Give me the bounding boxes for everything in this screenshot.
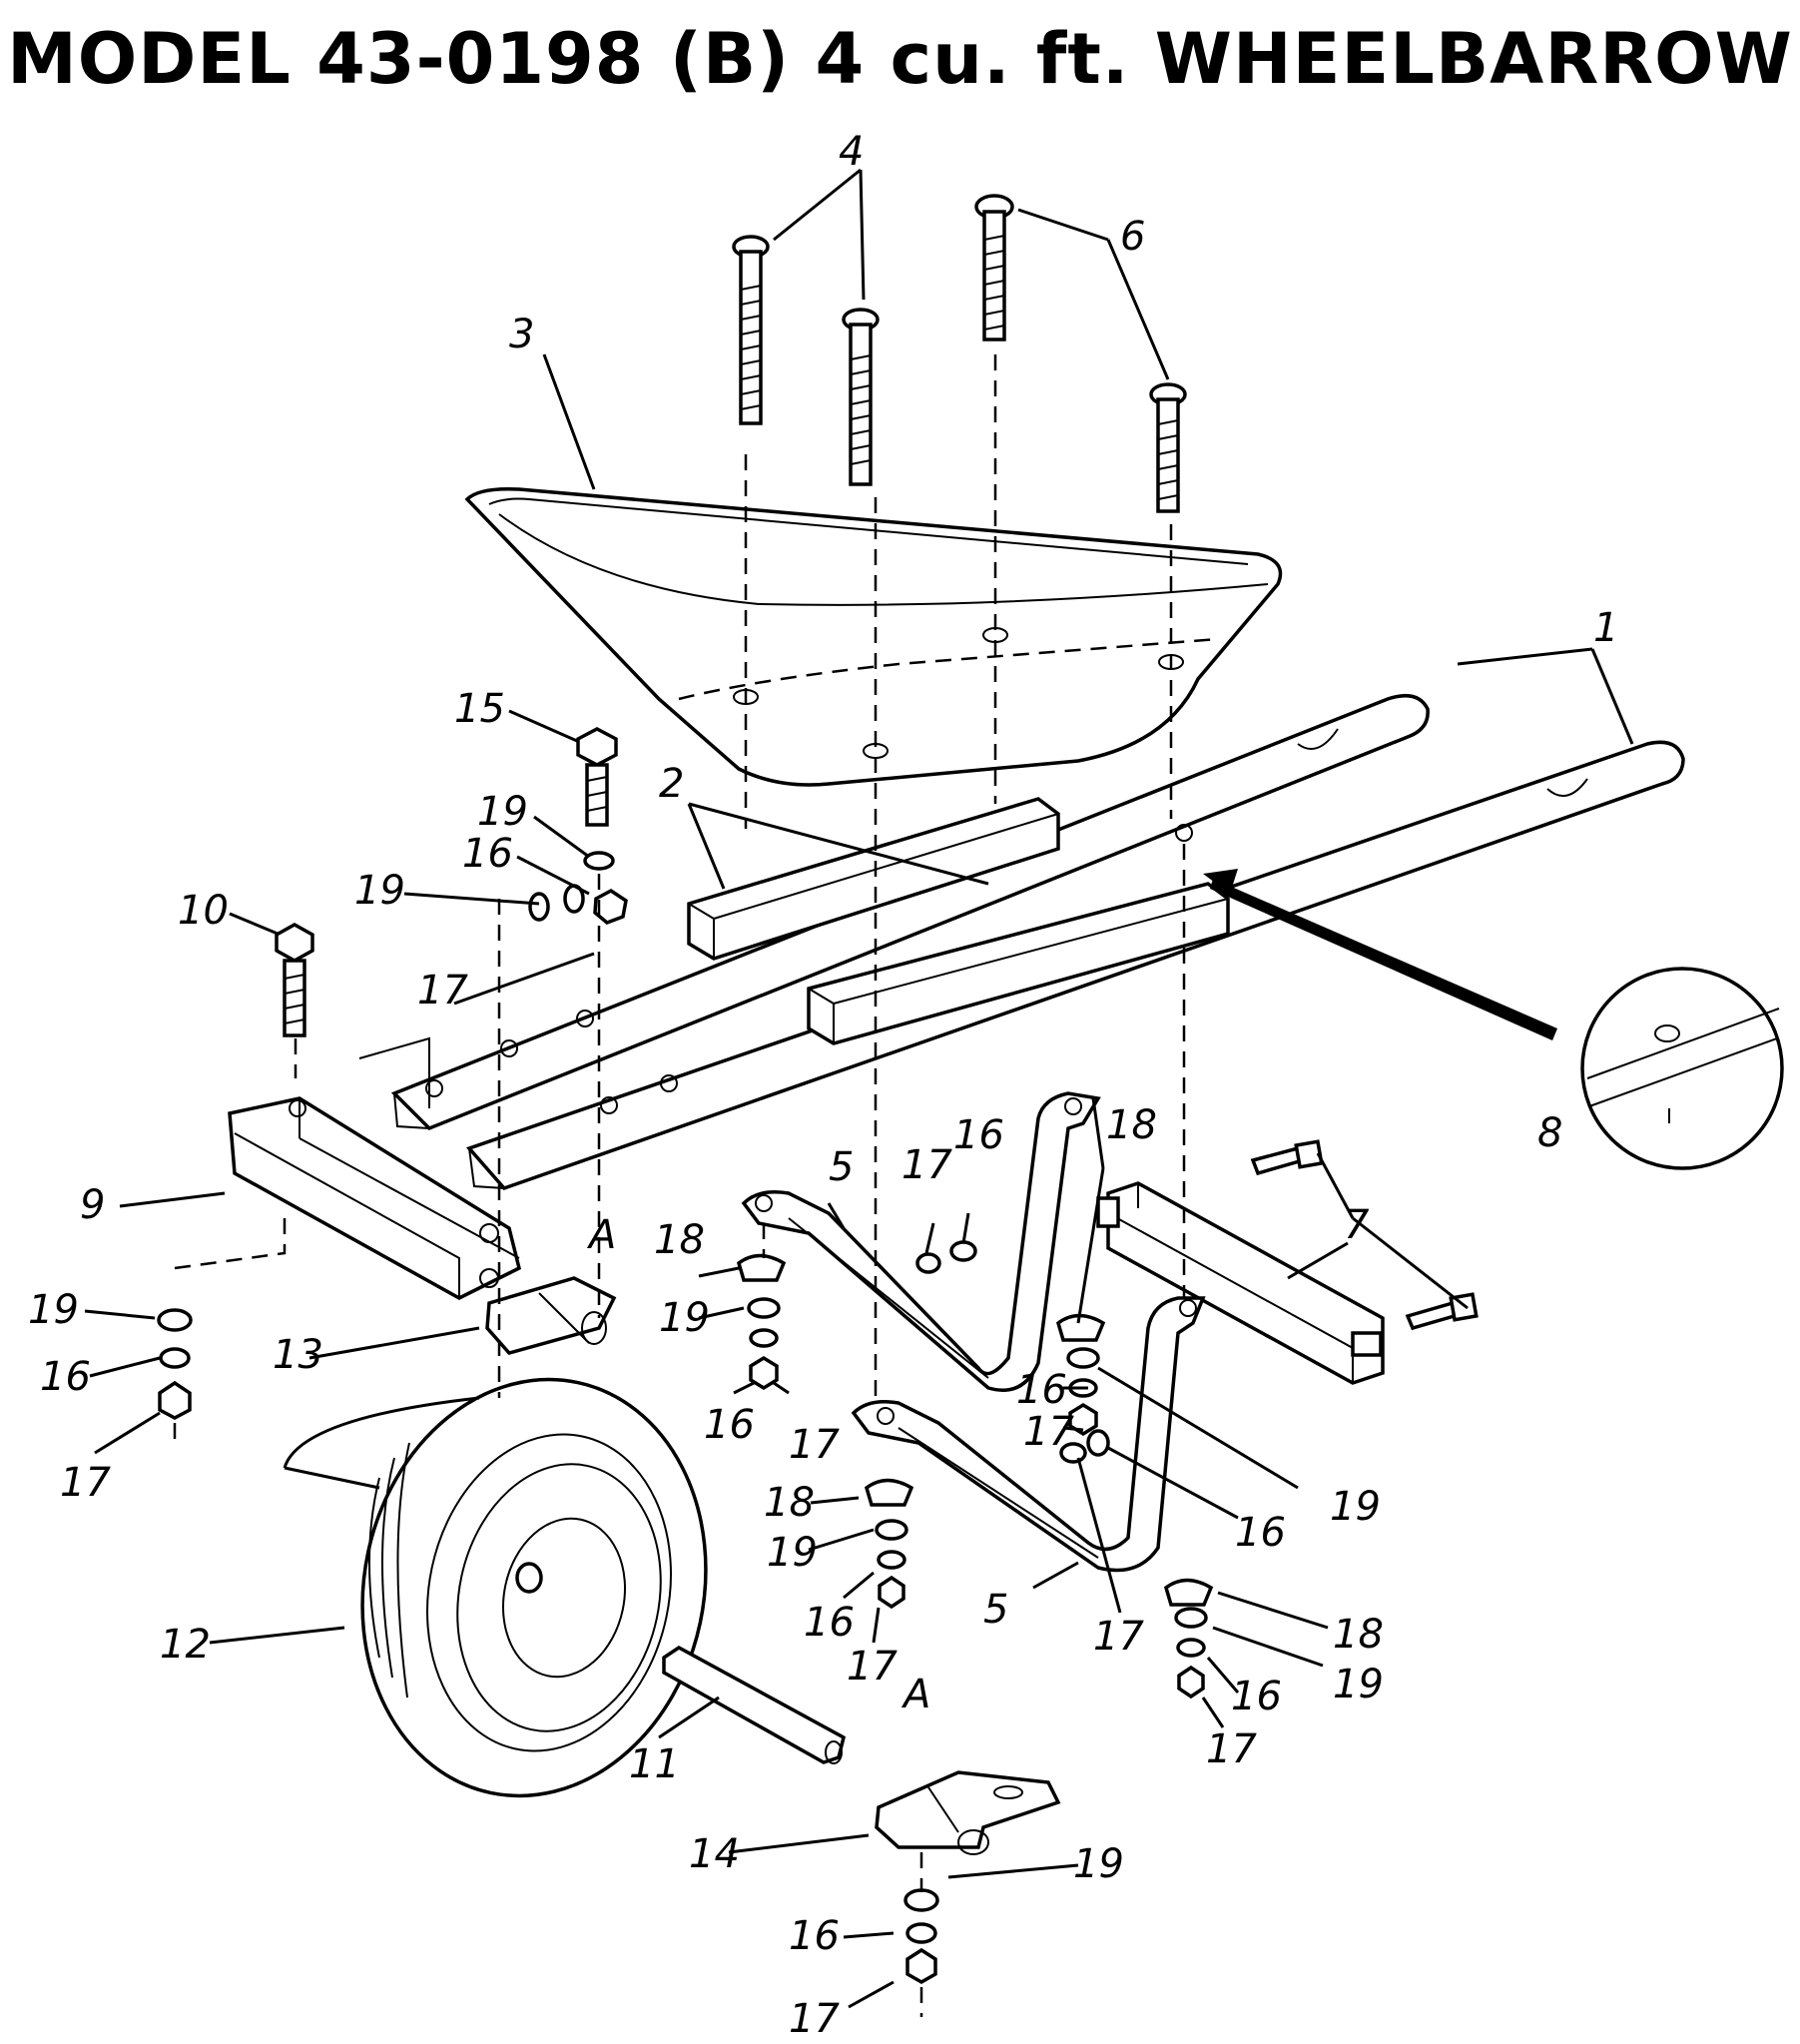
callout-17-d: 17 [789, 1422, 840, 1468]
callout-labels: 4 6 3 1 2 15 19 16 19 10 17 9 19 16 17 1… [28, 129, 1618, 2042]
callout-19-d: 19 [1073, 1841, 1124, 1887]
callout-19-f: 19 [1330, 1484, 1381, 1530]
callout-16-e: 16 [953, 1112, 1004, 1158]
detail-inset [1203, 869, 1784, 1170]
callout-16-f: 16 [1016, 1367, 1067, 1413]
alignment-lines [173, 354, 1186, 2017]
axle-bracket-13 [485, 1276, 617, 1355]
blocks-part [687, 797, 1230, 1045]
callout-14: 14 [689, 1831, 740, 1877]
axle-part [662, 1645, 847, 1764]
carriage-bolts-4 [732, 235, 880, 486]
callout-16-h: 16 [804, 1600, 855, 1646]
front-frame-part [228, 1036, 522, 1300]
callout-17-b: 17 [60, 1460, 111, 1506]
callout-17-g: 17 [1093, 1614, 1144, 1660]
callout-16-b: 16 [40, 1354, 91, 1400]
callout-16-d: 16 [704, 1402, 755, 1448]
bolt-15 [576, 727, 618, 827]
callout-9: 9 [80, 1182, 105, 1228]
callout-7: 7 [1344, 1202, 1370, 1248]
callout-18-d: 18 [1333, 1612, 1384, 1658]
callout-11: 11 [629, 1741, 680, 1787]
wheel-part [360, 1377, 708, 1798]
callout-19-e: 19 [659, 1295, 710, 1341]
callout-18-a: 18 [654, 1217, 705, 1263]
callout-16-a: 16 [462, 831, 513, 877]
leader-lines [84, 168, 1634, 2009]
callout-15: 15 [454, 686, 505, 732]
callout-18-b: 18 [1106, 1102, 1157, 1148]
callout-16-c: 16 [789, 1913, 840, 1959]
callout-17-f: 17 [1023, 1409, 1074, 1455]
callout-19-g: 19 [767, 1530, 818, 1576]
callout-17-a: 17 [417, 968, 468, 1014]
callout-A-bottom: A [900, 1672, 930, 1717]
callout-6: 6 [1120, 214, 1145, 260]
callout-17-i: 17 [1206, 1726, 1257, 1772]
callout-19-b: 19 [354, 868, 405, 914]
legs-part [741, 1091, 1206, 1573]
hardware-set [157, 851, 1214, 1985]
callout-18-c: 18 [764, 1480, 815, 1526]
bolts-8 [1250, 1139, 1479, 1331]
callout-1: 1 [1593, 605, 1618, 651]
callout-3: 3 [509, 312, 534, 357]
callout-A-top: A [586, 1212, 616, 1258]
callout-5-b: 5 [983, 1587, 1008, 1633]
callout-16-i: 16 [1231, 1674, 1282, 1719]
bolt-10 [275, 922, 314, 1037]
callout-17-e: 17 [901, 1142, 952, 1188]
callout-13: 13 [273, 1332, 323, 1378]
rear-brace-part [1096, 1181, 1385, 1385]
callout-19-c: 19 [28, 1287, 79, 1333]
carriage-bolts-6 [974, 194, 1187, 513]
callout-8: 8 [1537, 1110, 1562, 1156]
callout-2: 2 [659, 761, 684, 807]
callout-19-a: 19 [477, 789, 528, 835]
callout-19-h: 19 [1333, 1662, 1384, 1707]
callout-4: 4 [839, 129, 864, 175]
callout-17-h: 17 [847, 1644, 898, 1690]
axle-bracket-14 [875, 1770, 1061, 1855]
diagram-title: MODEL 43-0198 (B) 4 cu. ft. WHEELBARROW [7, 18, 1793, 100]
callout-10: 10 [178, 888, 229, 934]
callout-16-g: 16 [1235, 1510, 1286, 1556]
callout-12: 12 [160, 1622, 211, 1668]
callout-17-c: 17 [789, 1996, 840, 2042]
callout-5-a: 5 [829, 1144, 854, 1190]
